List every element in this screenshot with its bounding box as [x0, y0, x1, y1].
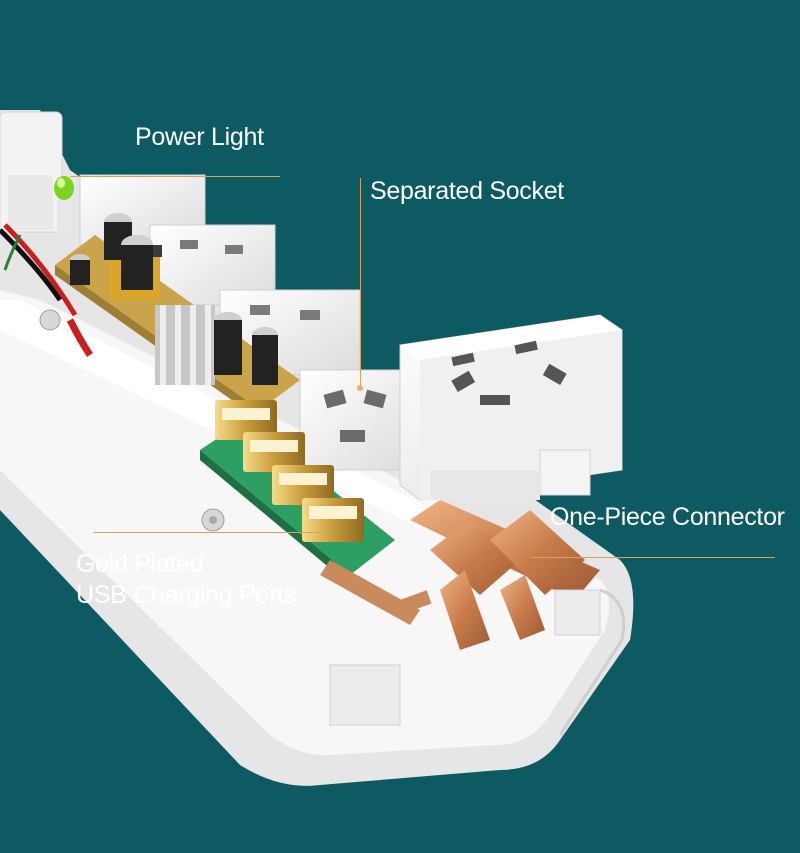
support-posts	[329, 589, 601, 726]
power-led	[54, 176, 74, 235]
usb-port	[272, 465, 334, 505]
power-light-leader	[70, 176, 280, 177]
power-board	[55, 213, 300, 420]
usb-ports-leader	[93, 532, 333, 533]
usb-port	[243, 432, 305, 472]
separated-socket-leader-dot	[357, 385, 363, 391]
usb-port	[302, 498, 364, 542]
callout-separated-socket: Separated Socket	[370, 177, 564, 205]
callout-one-piece-connector: One-Piece Connector	[550, 503, 785, 531]
copper-connector	[320, 500, 600, 650]
separated-socket	[399, 314, 623, 501]
callout-usb-ports-line2: USB Charging Ports	[76, 581, 296, 609]
callout-usb-ports-line1: Gold Plated	[76, 550, 204, 578]
callout-power-light: Power Light	[135, 123, 264, 151]
separated-socket-leader	[360, 178, 361, 388]
one-piece-connector-leader	[530, 557, 775, 558]
wires	[0, 223, 93, 357]
usb-port	[215, 400, 277, 440]
usb-ports	[215, 400, 364, 542]
heatsink	[155, 305, 215, 385]
callout-usb-ports: Gold Plated USB Charging Ports	[76, 549, 296, 611]
end-cap	[0, 111, 63, 233]
